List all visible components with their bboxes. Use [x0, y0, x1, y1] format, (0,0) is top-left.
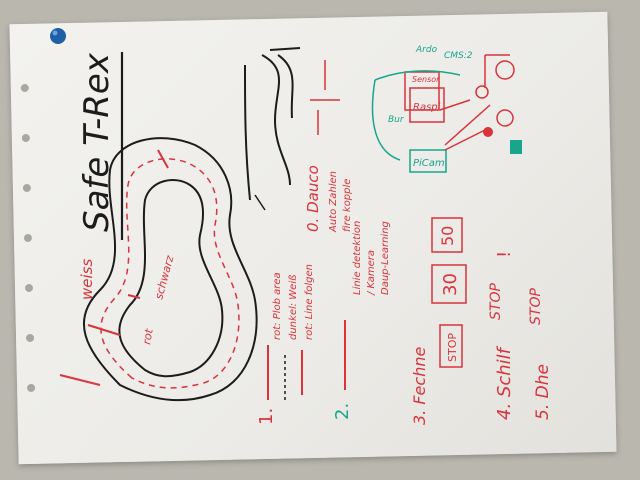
item2-line-2: / Kamera: [366, 250, 377, 296]
pushpin-icon: [50, 28, 66, 44]
item0-title: 0. Dauco: [304, 165, 322, 232]
road-line: [261, 54, 291, 186]
diagram-label-sensor: Sensor: [412, 75, 440, 84]
label-weiss: weiss: [78, 259, 96, 300]
track-outer-line: [83, 137, 258, 402]
speed-sign-50-text: 50: [438, 226, 457, 246]
speed-sign-30-text: 30: [440, 273, 461, 296]
track-marker: [87, 324, 121, 336]
track-marker: [157, 149, 169, 169]
diagram-label-raspi: Raspi: [413, 102, 441, 113]
item5-note: STOP: [528, 288, 544, 325]
road-line: [277, 54, 294, 119]
road-line: [269, 47, 301, 51]
exclamation: !: [494, 251, 515, 258]
item2-line-1: Linie detektion: [352, 221, 363, 295]
track-marker: [59, 374, 101, 386]
hardware-diagram: Ardo CMS:2 Sensor Raspi Bur PiCam: [371, 45, 522, 173]
item1-line-2: rot: Plob area: [272, 272, 283, 340]
road-line: [254, 194, 266, 211]
item1-line-3: dunkel: Weiß: [288, 275, 299, 340]
stop-sign-box: [439, 324, 463, 368]
item5-label: 5. Dhe: [533, 364, 553, 420]
track-marker: [127, 294, 141, 299]
track-inner-line: [118, 179, 224, 378]
item1-number: 1.: [256, 408, 277, 425]
track-center-line: [100, 158, 240, 389]
item3-sign: STOP: [446, 333, 459, 362]
label-rot: rot: [140, 327, 156, 345]
item4-note: STOP: [488, 283, 504, 320]
speed-sign-50: [431, 217, 463, 253]
diagram-label-cms: CMS:2: [444, 51, 473, 61]
item1-line-4: rot: Line folgen: [304, 264, 315, 340]
item3-label: 3. Fechne: [410, 347, 429, 425]
item0-sub2: fire kopple: [342, 179, 353, 232]
speed-sign-30: [431, 264, 467, 304]
diagram-label-picam: PiCam: [413, 158, 445, 169]
diagram-label-bur: Bur: [388, 115, 405, 125]
item0-sub1: Auto Zahlen: [328, 171, 339, 233]
item2-number: 2.: [332, 403, 353, 420]
item2-line-3: Daup-Learning: [380, 221, 391, 295]
diagram-label-ardo: Ardo: [415, 45, 438, 55]
label-schwarz: schwarz: [152, 254, 176, 301]
item4-label: 4. Schilf: [494, 345, 515, 420]
road-line: [244, 64, 251, 201]
